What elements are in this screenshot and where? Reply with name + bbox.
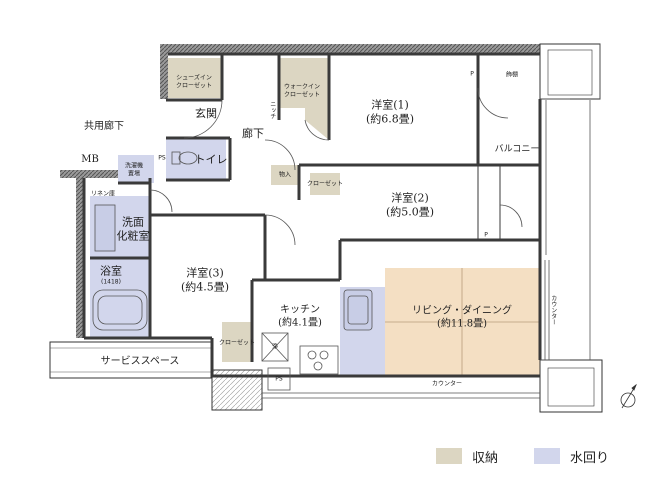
washer-label: 洗濯機 置場 [124,162,144,178]
bedroom1-label: 洋室(1) (約6.8畳) [365,98,415,125]
counter-bottom-label: カウンター [431,380,463,388]
closet2-label: クローゼット [306,180,344,188]
legend-storage: 収納 [436,443,498,469]
p-top-label: P [470,70,474,78]
kitchen-label: キッチン (約4.1畳) [278,304,322,329]
water-legend-label: 水回り [570,450,610,466]
window-top-label: 飾棚 [505,71,519,79]
bath-zone [90,258,150,338]
common-corridor-label: 共用廊下 [84,120,124,132]
closet2-zone [310,173,340,195]
storage-in-label: 物入 [278,171,292,179]
entrance-label: 玄関 [195,107,217,121]
counter-side-label: カウンター [549,295,557,325]
linen-label: リネン庫 [90,190,116,198]
bedroom2-label: 洋室(2) (約5.0畳) [385,191,435,218]
mb-label: MB [81,153,99,165]
walkin-closet-zone [279,58,329,108]
shoe-closet-label: シューズイン クローゼット [175,74,213,90]
ps-bottom-label: PS [275,375,283,383]
corridor-label: 廊下 [242,127,264,141]
water-purifier-label: 浄 [271,343,279,351]
service-space-label: サービススペース [100,355,180,367]
p-mid-label: P [484,231,488,239]
bedroom3-label: 洋室(3) (約4.5畳) [180,266,230,293]
washer-zone [118,155,154,183]
vanity-label: 洗面 化粧室 [116,215,150,242]
shoe-closet-zone [166,58,222,98]
ps-top-label: PS [158,154,166,162]
walkin-closet-label: ウォークイン クローゼット [283,83,321,99]
legend-water: 水回り [534,443,609,469]
living-dining-label: リビング・ダイニング (約11.8畳) [412,305,512,330]
water-swatch [534,448,560,464]
north-arrow-icon [620,383,637,409]
storage-swatch [436,448,462,464]
niche-label: ニッチ [268,101,276,119]
toilet-label: トイレ [194,153,228,167]
walkin-closet-corner [305,108,329,140]
closet3-label: クローゼット [218,339,256,347]
closet3-zone [222,322,252,362]
bath-label: 浴室 (1418) [100,264,122,286]
balcony-label: バルコニー [494,144,540,155]
toilet-zone [166,138,226,180]
storage-in-zone [271,165,299,185]
storage-legend-label: 収納 [472,450,499,466]
